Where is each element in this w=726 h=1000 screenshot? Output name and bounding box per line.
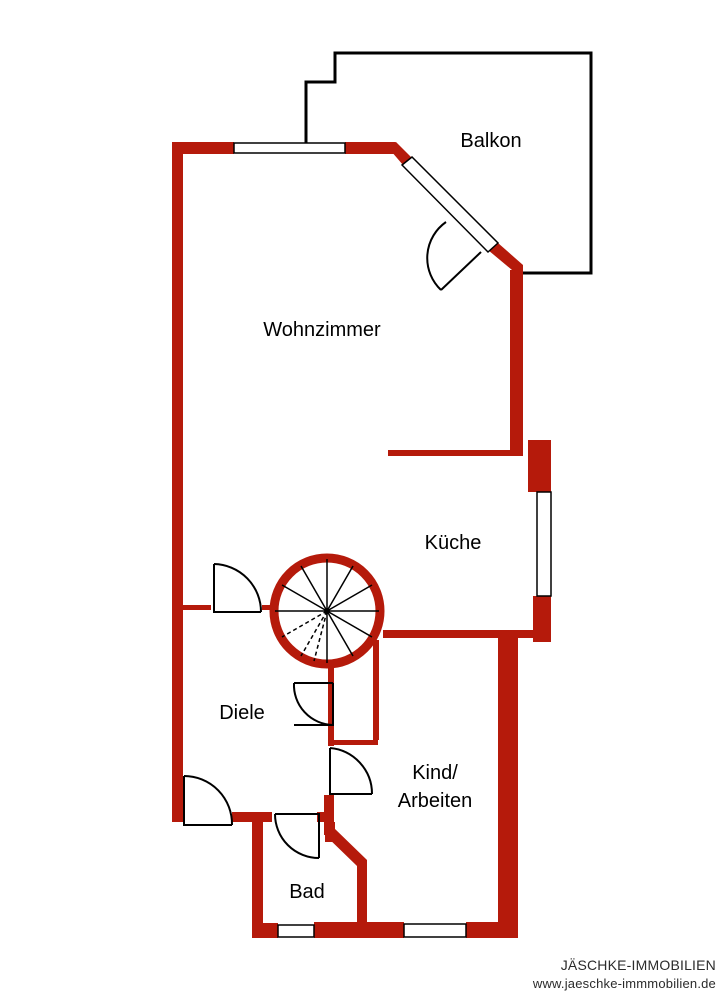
door-swing-icon — [183, 221, 482, 859]
room-label-wohnzimmer: Wohnzimmer — [263, 319, 381, 341]
diagonal-wall-lower — [488, 243, 523, 272]
room-label-arbeiten: Arbeiten — [398, 790, 473, 812]
company-name: JÄSCHKE-IMMOBILIEN — [560, 957, 716, 973]
room-label-kueche: Küche — [425, 532, 482, 554]
kind-diagonal-wall — [324, 828, 367, 866]
balcony-outline — [304, 51, 593, 275]
window-icon — [400, 155, 500, 254]
room-label-diele: Diele — [219, 702, 265, 724]
window-icon — [233, 142, 552, 938]
diagonal-wall — [385, 142, 412, 165]
room-label-kind: Kind/ — [412, 762, 458, 784]
walls — [172, 142, 551, 938]
room-label-bad: Bad — [289, 881, 325, 903]
room-label-balkon: Balkon — [460, 130, 521, 152]
spiral-staircase-icon — [269, 553, 385, 669]
company-website: www.jaeschke-immmobilien.de — [532, 976, 716, 991]
